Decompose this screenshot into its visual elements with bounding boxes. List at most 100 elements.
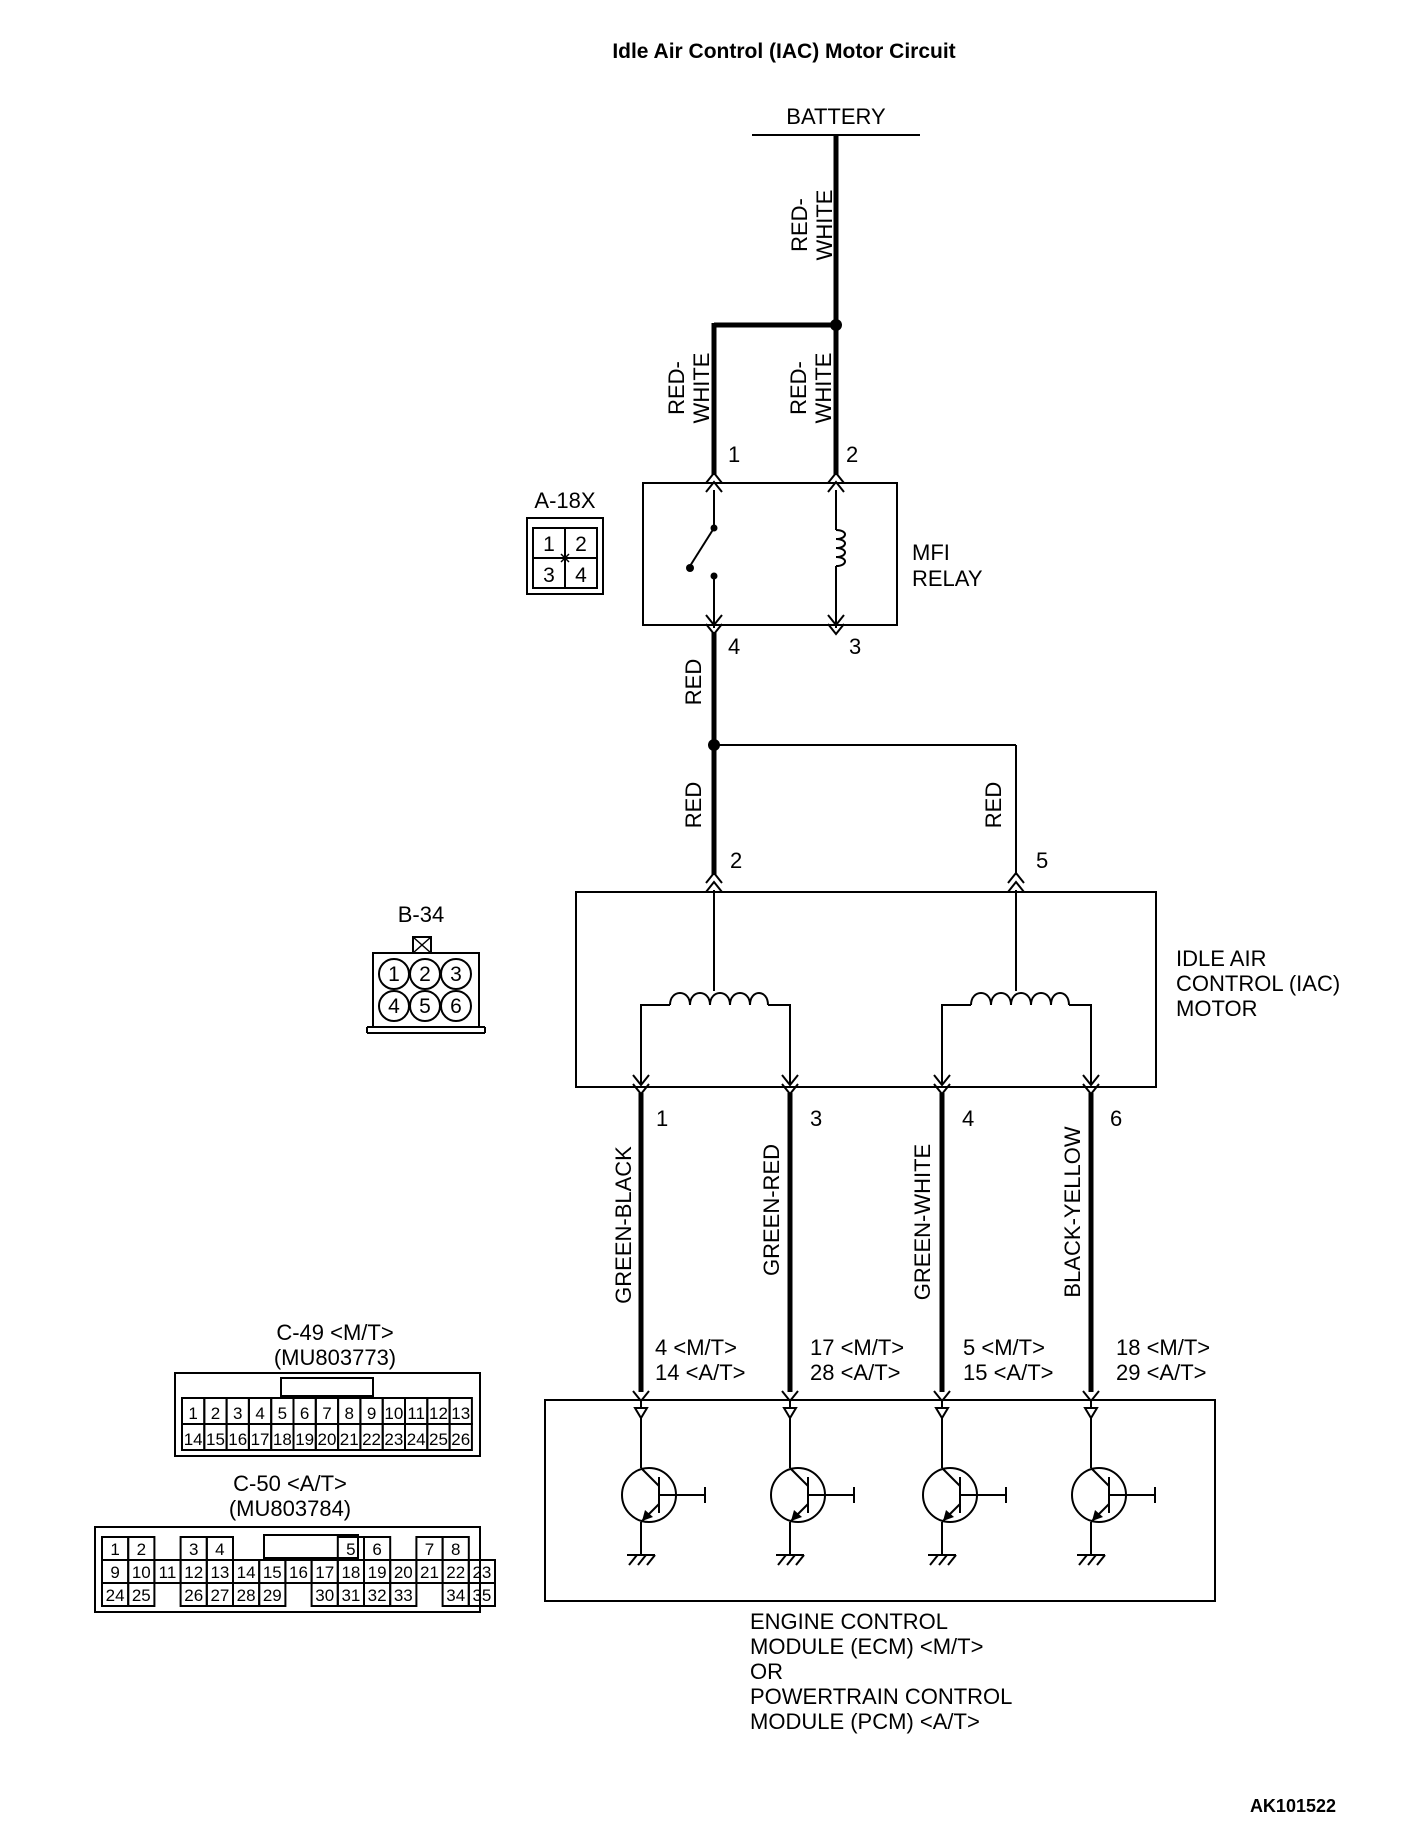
c49-pin-label: 25	[429, 1430, 448, 1449]
c49-pin-label: 3	[233, 1404, 242, 1423]
c50-pin-label: 22	[446, 1563, 465, 1582]
c50-pin-label: 25	[132, 1586, 151, 1605]
a18x-pin-3: 3	[543, 564, 555, 587]
ground-hatch	[929, 1554, 939, 1566]
c50-part-number: (MU803784)	[229, 1496, 351, 1521]
wire-label-iac-pin5: RED	[981, 782, 1006, 828]
c49-pin-label: 6	[300, 1404, 309, 1423]
c50-pin-label: 30	[315, 1586, 334, 1605]
c50-pin-label: 11	[159, 1563, 177, 1582]
wire-label-relay-pin2-1: RED-	[786, 361, 811, 415]
wire-label-battery-feed-1: RED-	[787, 198, 812, 252]
transistor-emitter-arrow	[791, 1510, 802, 1521]
b34-pin-1: 1	[388, 963, 400, 986]
c49-part-number: (MU803773)	[274, 1345, 396, 1370]
c50-pin-label: 35	[472, 1586, 491, 1605]
c49-pin-label: 4	[255, 1404, 264, 1423]
c49-connector-outer	[174, 1372, 481, 1457]
iac-pin-2-label: 2	[730, 848, 742, 873]
relay-switch-blade	[689, 527, 715, 567]
wire-label-relay-out: RED	[681, 659, 706, 705]
c50-pin-label: 1	[110, 1540, 119, 1559]
ground-hatch	[1078, 1554, 1088, 1566]
relay-pin2-terminal	[827, 471, 845, 493]
c49-pin-label: 1	[188, 1404, 197, 1423]
ecm-input-arrow	[934, 1407, 950, 1420]
transistor-collector	[789, 1467, 809, 1487]
c50-pin-label: 15	[263, 1563, 282, 1582]
wire-label-battery-feed-2: WHITE	[812, 190, 837, 261]
ground-hatch	[1087, 1554, 1097, 1566]
ecm-label-3: OR	[750, 1659, 783, 1684]
b34-pin-5: 5	[419, 995, 431, 1018]
c50-pin-label: 16	[289, 1563, 308, 1582]
transistor-collector	[1090, 1467, 1110, 1487]
c49-pin-label: 5	[278, 1404, 287, 1423]
iac-motor-label-3: MOTOR	[1176, 996, 1257, 1021]
transistor-emitter-arrow	[1092, 1510, 1103, 1521]
c49-pin-label: 9	[367, 1404, 376, 1423]
relay-pin3-terminal	[827, 614, 845, 636]
c50-pin-label: 13	[210, 1563, 229, 1582]
ecm-transistor-drivers	[621, 1401, 1156, 1566]
iac-coil2-leads	[941, 1004, 1092, 1084]
iac-motor-box	[575, 891, 1157, 1088]
ecm-input-arrow	[782, 1407, 798, 1420]
wire-label-relay-pin1-1: RED-	[664, 361, 689, 415]
ground-hatch	[938, 1554, 948, 1566]
mfi-relay-label-1: MFI	[912, 540, 950, 565]
wire-label-green-red: GREEN-RED	[759, 1144, 784, 1276]
c49-connector-latch	[280, 1377, 374, 1397]
ecm-box	[544, 1399, 1216, 1602]
a18x-pin-2: 2	[575, 533, 587, 556]
c50-pin-label: 19	[368, 1563, 387, 1582]
iac-coil2	[970, 992, 1070, 1006]
iac-motor-label-1: IDLE AIR	[1176, 946, 1266, 971]
c49-pin-label: 7	[322, 1404, 331, 1423]
c50-pin-label: 29	[263, 1586, 282, 1605]
ground-hatch	[628, 1554, 638, 1566]
wire-label-relay-pin2-2: WHITE	[811, 353, 836, 424]
ecm-terminal-3-mt: 5 <M/T>	[963, 1335, 1045, 1360]
c50-pin-label: 23	[472, 1563, 491, 1582]
c49-pin-label: 21	[340, 1430, 359, 1449]
ecm-terminal-3-at: 15 <A/T>	[963, 1360, 1054, 1385]
c50-pin-label: 3	[189, 1540, 198, 1559]
transistor-emitter-arrow	[943, 1510, 954, 1521]
c50-pin-label: 17	[315, 1563, 334, 1582]
c50-pin-label: 32	[368, 1586, 387, 1605]
c50-pin-cell	[389, 1582, 418, 1607]
c49-pin-label: 11	[407, 1404, 425, 1423]
iac-pin2-terminal	[705, 871, 723, 893]
wire-label-green-black: GREEN-BLACK	[611, 1146, 636, 1304]
transistor-collector	[640, 1467, 660, 1487]
c50-pin-label: 5	[346, 1540, 355, 1559]
ground-hatch	[786, 1554, 796, 1566]
c49-pin-label: 19	[295, 1430, 314, 1449]
c50-pin-cell	[127, 1582, 156, 1607]
ecm-label-1: ENGINE CONTROL	[750, 1609, 948, 1634]
relay-pin-2-label: 2	[846, 442, 858, 467]
c49-pin-label: 22	[362, 1430, 381, 1449]
c50-pin-label: 18	[341, 1563, 360, 1582]
iac-coil1-leads	[640, 1004, 791, 1084]
c50-pin-label: 2	[137, 1540, 146, 1559]
c50-pin-label: 24	[106, 1586, 125, 1605]
iac-pin-3-label: 3	[810, 1106, 822, 1131]
c49-pin-label: 14	[184, 1430, 203, 1449]
iac-pin-6-label: 6	[1110, 1106, 1122, 1131]
wire-label-green-white: GREEN-WHITE	[910, 1144, 935, 1300]
c50-pin-label: 34	[446, 1586, 465, 1605]
b34-pin-3: 3	[450, 963, 462, 986]
ecm-terminal-2-mt: 17 <M/T>	[810, 1335, 904, 1360]
ecm-label-5: MODULE (PCM) <A/T>	[750, 1709, 980, 1734]
c49-pin-label: 15	[206, 1430, 225, 1449]
transistor-collector	[941, 1467, 961, 1487]
ground-hatch	[795, 1554, 805, 1566]
c50-pin-label: 9	[110, 1563, 119, 1582]
a18x-connector-outer	[526, 517, 604, 595]
b34-connector-label: B-34	[398, 902, 444, 927]
ground-hatch	[777, 1554, 787, 1566]
